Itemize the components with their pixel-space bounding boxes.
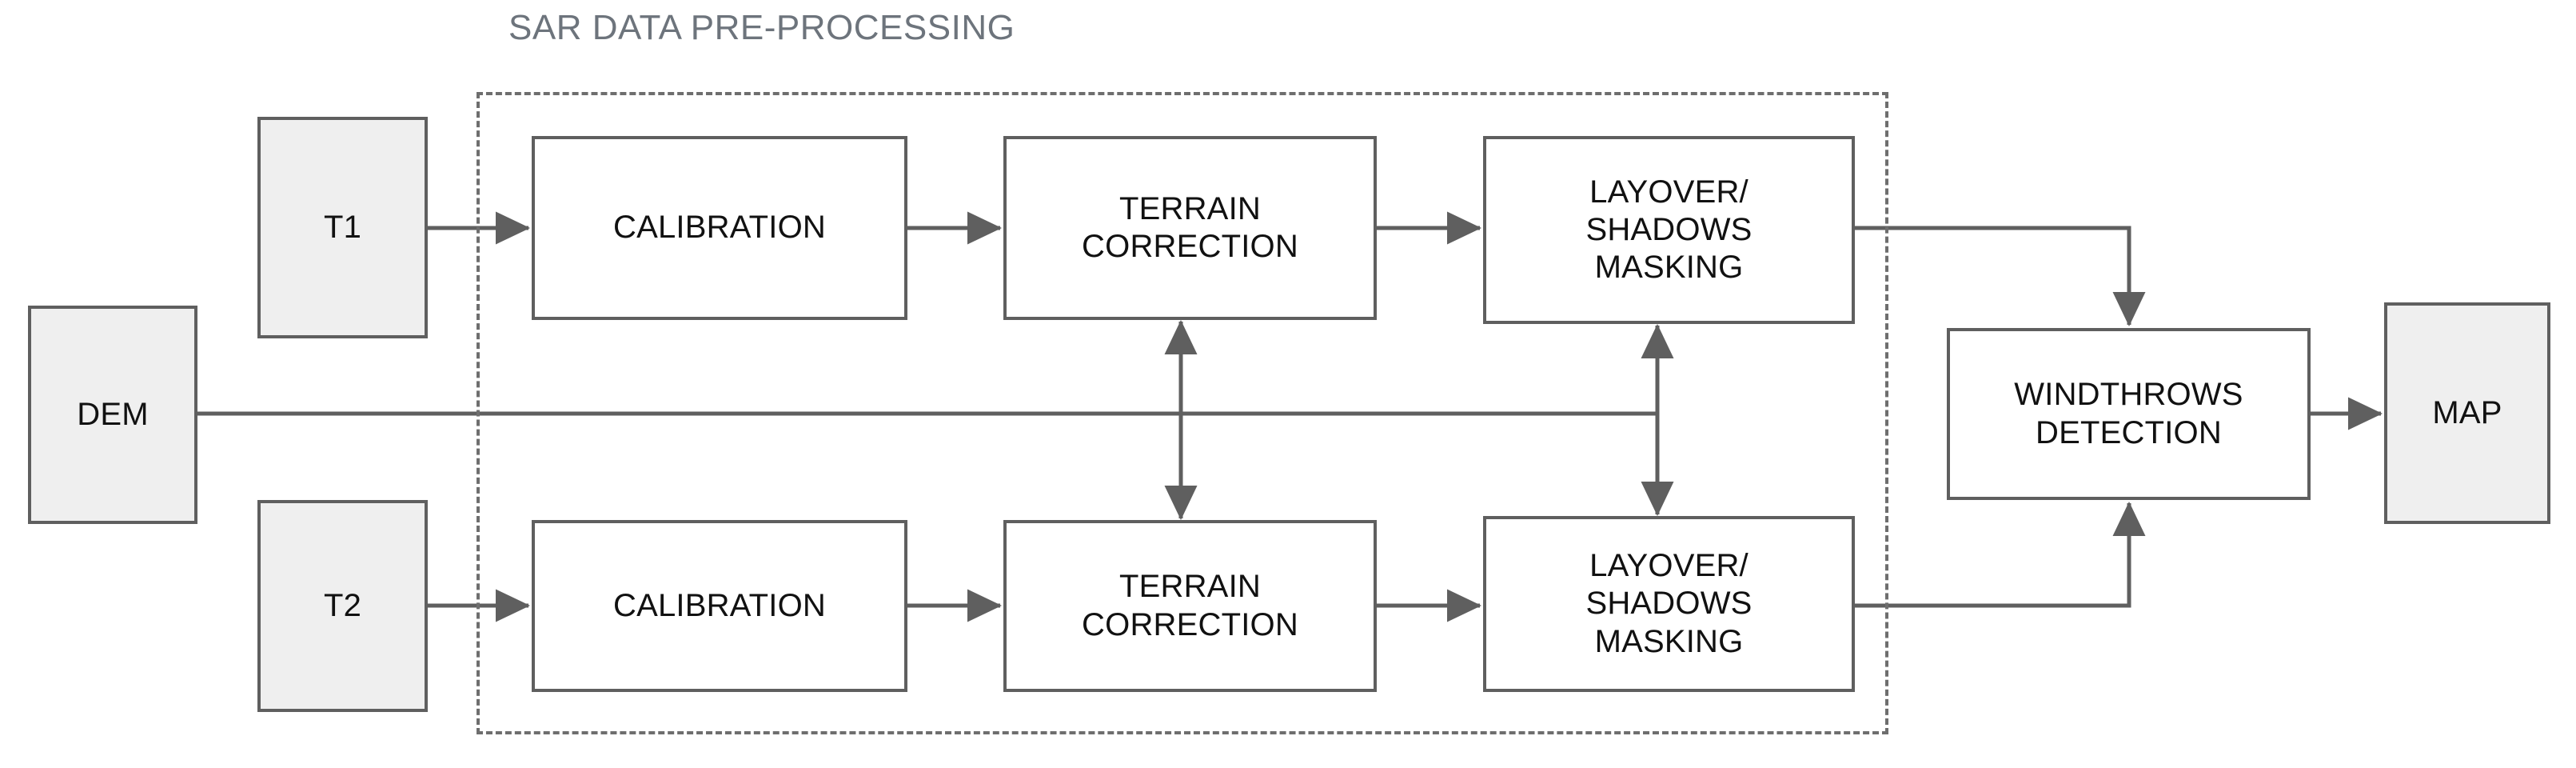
edge-lsm1-wd (1855, 226, 2146, 327)
node-label-lsm2: LAYOVER/ SHADOWS MASKING (1585, 548, 1753, 659)
node-dem[interactable]: DEM (28, 306, 197, 524)
node-label-wd: WINDTHROWS DETECTION (2014, 377, 2243, 450)
node-label-tc2: TERRAIN CORRECTION (1082, 569, 1298, 642)
node-tc2[interactable]: TERRAIN CORRECTION (1003, 520, 1377, 692)
node-label-dem: DEM (77, 396, 149, 432)
node-t2[interactable]: T2 (257, 500, 428, 712)
node-lsm1[interactable]: LAYOVER/ SHADOWS MASKING (1483, 136, 1855, 324)
node-map[interactable]: MAP (2384, 302, 2550, 524)
node-label-tc1: TERRAIN CORRECTION (1082, 190, 1298, 264)
node-label-map: MAP (2432, 394, 2502, 430)
sar-preprocessing-group-title: SAR DATA PRE-PROCESSING (508, 8, 1015, 47)
node-wd[interactable]: WINDTHROWS DETECTION (1947, 328, 2311, 500)
node-t1[interactable]: T1 (257, 117, 428, 338)
node-label-lsm1: LAYOVER/ SHADOWS MASKING (1585, 174, 1753, 286)
node-label-t1: T1 (323, 209, 362, 245)
node-label-cal1: CALIBRATION (613, 210, 826, 246)
node-label-t2: T2 (323, 587, 362, 623)
node-cal2[interactable]: CALIBRATION (532, 520, 907, 692)
node-tc1[interactable]: TERRAIN CORRECTION (1003, 136, 1377, 320)
node-cal1[interactable]: CALIBRATION (532, 136, 907, 320)
edge-lsm2-wd (1855, 501, 2146, 608)
node-label-cal2: CALIBRATION (613, 587, 826, 623)
node-lsm2[interactable]: LAYOVER/ SHADOWS MASKING (1483, 516, 1855, 692)
